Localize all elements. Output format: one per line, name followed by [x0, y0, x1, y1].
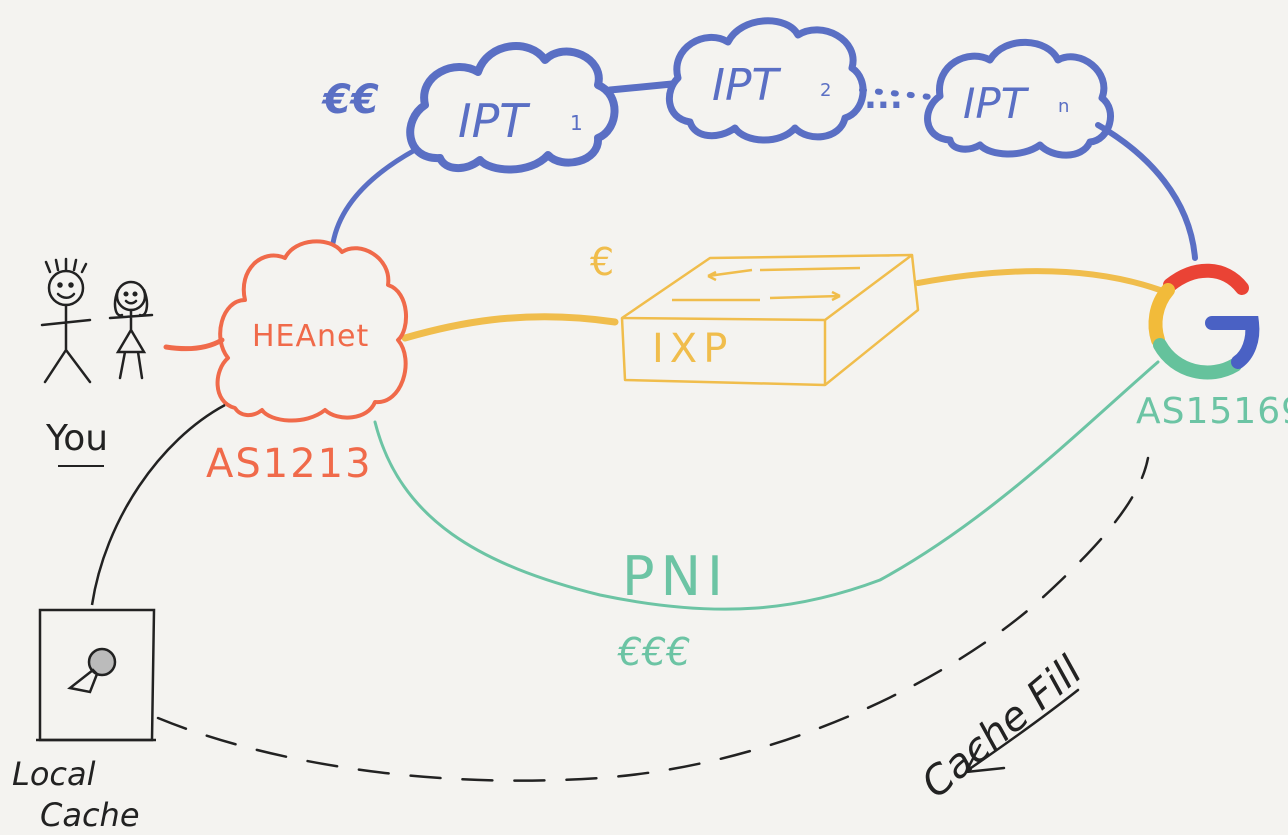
- ixp-label: IXP: [652, 326, 733, 372]
- cloud-icon: [665, 17, 867, 144]
- local-cache-label-line1: Local: [12, 755, 96, 793]
- ipt-ellipsis: ...: [864, 77, 903, 117]
- local-cache-server: [36, 608, 156, 742]
- heanet-cloud: HEAnet: [215, 239, 409, 423]
- ipt1-label: IPT: [458, 94, 531, 148]
- google-as-label: AS15169: [1136, 391, 1288, 432]
- ipt1-cloud: IPT 1: [406, 42, 619, 174]
- ipt2-cloud: IPT 2: [665, 17, 867, 144]
- google-logo-red-segment: [1163, 263, 1249, 295]
- heanet-label: HEAnet: [252, 319, 369, 354]
- cache-fill-dashed-line: [156, 456, 1150, 782]
- google-logo-icon: [1148, 263, 1260, 380]
- cloud-icon: [924, 38, 1114, 159]
- transit-line-ipt1-to-ipt2: [606, 80, 676, 94]
- transit-line-iptn-to-google: [1095, 122, 1198, 261]
- google-logo-blue-segment: [1205, 316, 1260, 369]
- local-cache-label-line2: Cache: [40, 796, 140, 834]
- ipt2-subscript: 2: [820, 80, 831, 101]
- you-label: You: [45, 418, 108, 459]
- transit-path: [330, 80, 1198, 261]
- ixp-path: [401, 268, 1163, 342]
- ipt2-label: IPT: [712, 60, 782, 111]
- transit-line-ipt2-to-iptn: [859, 87, 943, 101]
- ipt1-subscript: 1: [570, 111, 583, 135]
- pni-line: [373, 360, 1160, 611]
- cache-uplink-line: [90, 403, 226, 606]
- google-logo: [1148, 263, 1260, 380]
- google-logo-yellow-segment: [1148, 283, 1175, 347]
- cloud-icon: [406, 42, 619, 174]
- iptn-cloud: IPT n: [924, 38, 1114, 159]
- transit-line-heanet-to-ipt1: [330, 147, 418, 246]
- ixp-line-heanet-to-ixp: [401, 313, 619, 342]
- cache-fill-arrow: [964, 688, 1080, 774]
- transit-cost-label: €€: [321, 77, 379, 123]
- iptn-subscript: n: [1058, 96, 1069, 117]
- user-access-line: [163, 337, 225, 352]
- ixp-cost-label: €: [590, 240, 614, 284]
- iptn-label: IPT: [963, 79, 1030, 128]
- ixp-line-ixp-to-google: [915, 268, 1163, 293]
- people-icon: [40, 257, 154, 384]
- pni-label: PNI: [622, 545, 729, 608]
- heanet-as-label: AS1213: [206, 441, 373, 487]
- cache-server-icon: [36, 608, 156, 742]
- pni-cost-label: €€€: [617, 630, 691, 674]
- user-figures: [40, 257, 154, 384]
- google-logo-green-segment: [1153, 338, 1242, 380]
- ixp-switch-icon: [620, 253, 920, 387]
- cloud-icon: [215, 239, 409, 423]
- ixp-switch: IXP: [620, 253, 920, 387]
